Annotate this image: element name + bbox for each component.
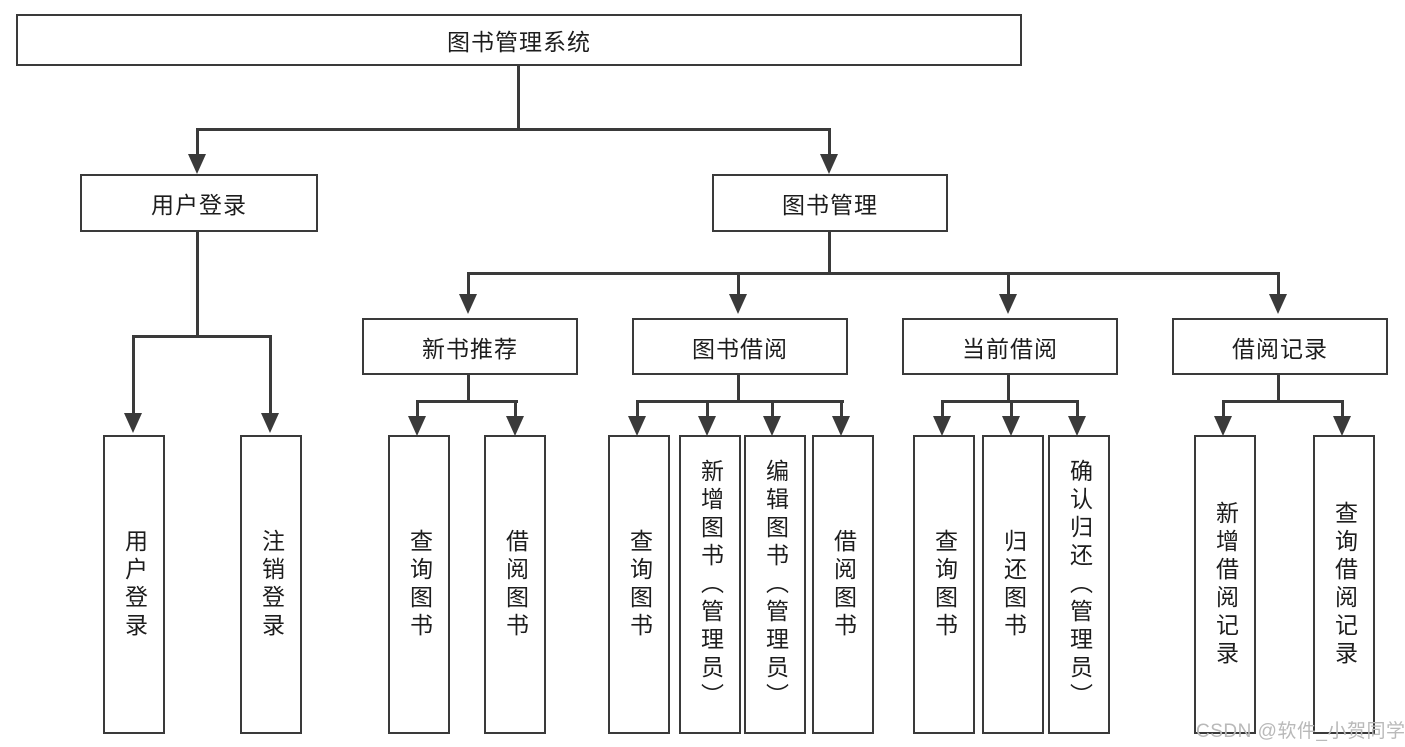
arrowhead-to-book-management [820, 154, 838, 174]
arrowhead-current-1 [933, 416, 951, 436]
node-leaf-add-borrow-record[interactable]: 新增借阅记录 [1194, 435, 1256, 734]
node-leaf-logout[interactable]: 注销登录 [240, 435, 302, 734]
leaf-label: 确认归还（管理员） [1066, 458, 1093, 711]
arrowhead-newbook-1 [408, 416, 426, 436]
edge-root-drop-left [195, 128, 199, 154]
leaf-label: 查询图书 [626, 528, 653, 641]
leaf-label: 归还图书 [1000, 528, 1027, 641]
leaf-label: 新增借阅记录 [1212, 500, 1239, 669]
node-leaf-query-borrow-record[interactable]: 查询借阅记录 [1313, 435, 1375, 734]
node-borrow-record[interactable]: 借阅记录 [1172, 318, 1388, 375]
edge-borrow-stem [736, 375, 740, 400]
node-new-book-recommend[interactable]: 新书推荐 [362, 318, 578, 375]
arrowhead-newbook-2 [506, 416, 524, 436]
edge-borrow-drop-2 [705, 400, 709, 416]
leaf-label: 查询图书 [406, 528, 433, 641]
arrowhead-manage-1 [459, 294, 477, 314]
edge-borrow-drop-3 [770, 400, 774, 416]
edge-login-stem [195, 232, 199, 335]
edge-current-drop-2 [1009, 400, 1013, 416]
arrowhead-login-2 [261, 413, 279, 433]
leaf-label: 编辑图书（管理员） [762, 458, 789, 711]
leaf-label: 注销登录 [258, 528, 285, 641]
edge-login-bus [133, 335, 271, 338]
edge-newbook-drop-2 [513, 400, 517, 416]
edge-root-drop-right [827, 128, 831, 154]
node-leaf-query-book-borrow[interactable]: 查询图书 [608, 435, 670, 734]
edge-login-drop-1 [131, 335, 135, 413]
arrowhead-to-user-login [188, 154, 206, 174]
node-leaf-confirm-return-admin[interactable]: 确认归还（管理员） [1048, 435, 1110, 734]
edge-current-drop-3 [1075, 400, 1079, 416]
edge-current-drop-1 [940, 400, 944, 416]
node-root-book-management-system[interactable]: 图书管理系统 [16, 14, 1022, 66]
leaf-label: 查询借阅记录 [1331, 500, 1358, 669]
arrowhead-manage-2 [729, 294, 747, 314]
csdn-watermark: CSDN @软件_小贺同学 [1196, 721, 1405, 742]
edge-root-stem [516, 66, 520, 130]
edge-manage-drop-1 [466, 272, 470, 294]
edge-manage-drop-3 [1006, 272, 1010, 294]
edge-root-bus [197, 128, 831, 131]
arrowhead-borrow-1 [628, 416, 646, 436]
edge-manage-drop-2 [736, 272, 740, 294]
arrowhead-borrow-2 [698, 416, 716, 436]
edge-record-drop-2 [1340, 400, 1344, 416]
edge-newbook-drop-1 [415, 400, 419, 416]
edge-borrow-bus [637, 400, 844, 403]
node-book-management[interactable]: 图书管理 [712, 174, 948, 232]
leaf-label: 新增图书（管理员） [697, 458, 724, 711]
node-leaf-borrow-book[interactable]: 借阅图书 [812, 435, 874, 734]
edge-current-stem [1006, 375, 1010, 400]
leaf-label: 借阅图书 [830, 528, 857, 641]
edge-borrow-drop-4 [839, 400, 843, 416]
node-leaf-borrow-book-newbook[interactable]: 借阅图书 [484, 435, 546, 734]
arrowhead-manage-4 [1269, 294, 1287, 314]
edge-manage-bus [468, 272, 1280, 275]
node-current-borrow[interactable]: 当前借阅 [902, 318, 1118, 375]
arrowhead-manage-3 [999, 294, 1017, 314]
edge-login-drop-2 [268, 335, 272, 413]
arrowhead-current-2 [1002, 416, 1020, 436]
edge-manage-stem [827, 232, 831, 272]
arrowhead-record-2 [1333, 416, 1351, 436]
node-leaf-edit-book-admin[interactable]: 编辑图书（管理员） [744, 435, 806, 734]
arrowhead-borrow-4 [832, 416, 850, 436]
arrowhead-borrow-3 [763, 416, 781, 436]
leaf-label: 借阅图书 [502, 528, 529, 641]
node-book-borrow[interactable]: 图书借阅 [632, 318, 848, 375]
node-leaf-query-book-newbook[interactable]: 查询图书 [388, 435, 450, 734]
leaf-label: 查询图书 [931, 528, 958, 641]
edge-record-bus [1223, 400, 1342, 403]
edge-manage-drop-4 [1276, 272, 1280, 294]
leaf-label: 用户登录 [121, 528, 148, 641]
node-leaf-return-book[interactable]: 归还图书 [982, 435, 1044, 734]
edge-newbook-stem [466, 375, 470, 400]
node-leaf-user-login[interactable]: 用户登录 [103, 435, 165, 734]
arrowhead-record-1 [1214, 416, 1232, 436]
node-leaf-query-book-current[interactable]: 查询图书 [913, 435, 975, 734]
edge-record-stem [1276, 375, 1280, 400]
arrowhead-login-1 [124, 413, 142, 433]
node-user-login[interactable]: 用户登录 [80, 174, 318, 232]
edge-newbook-bus [417, 400, 518, 403]
node-leaf-add-book-admin[interactable]: 新增图书（管理员） [679, 435, 741, 734]
edge-record-drop-1 [1221, 400, 1225, 416]
arrowhead-current-3 [1068, 416, 1086, 436]
edge-borrow-drop-1 [635, 400, 639, 416]
